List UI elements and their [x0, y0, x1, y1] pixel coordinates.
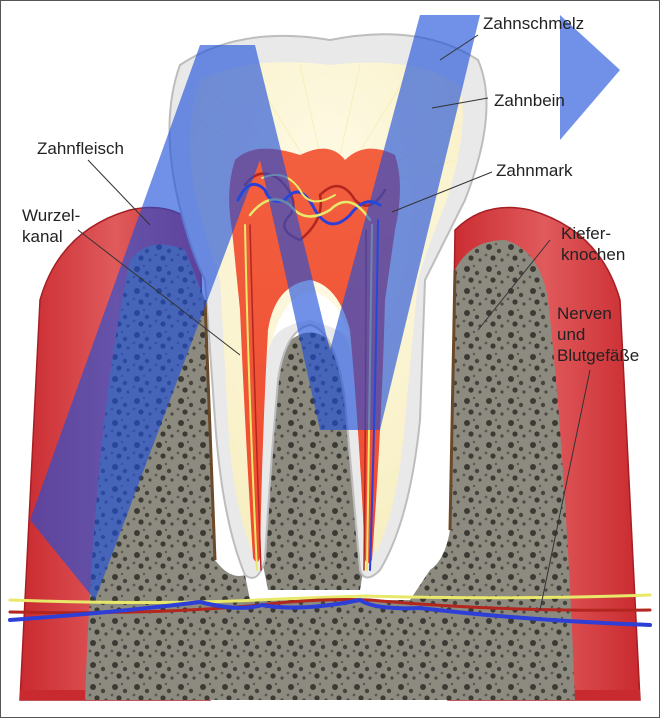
label-kieferknochen-line1: Kiefer- — [561, 223, 625, 244]
label-kieferknochen-line2: knochen — [561, 244, 625, 265]
label-nerven-line2: und — [557, 324, 639, 345]
label-zahnmark: Zahnmark — [496, 160, 573, 181]
label-nerven-blutgefaesse: Nerven und Blutgefäße — [557, 303, 639, 366]
label-wurzelkanal-line1: Wurzel- — [22, 205, 80, 226]
label-zahnfleisch: Zahnfleisch — [37, 138, 124, 159]
label-wurzelkanal: Wurzel- kanal — [22, 205, 80, 247]
label-kieferknochen: Kiefer- knochen — [561, 223, 625, 265]
label-nerven-line1: Nerven — [557, 303, 639, 324]
label-zahnschmelz: Zahnschmelz — [483, 13, 584, 34]
label-wurzelkanal-line2: kanal — [22, 226, 80, 247]
label-nerven-line3: Blutgefäße — [557, 345, 639, 366]
label-zahnbein: Zahnbein — [494, 90, 565, 111]
